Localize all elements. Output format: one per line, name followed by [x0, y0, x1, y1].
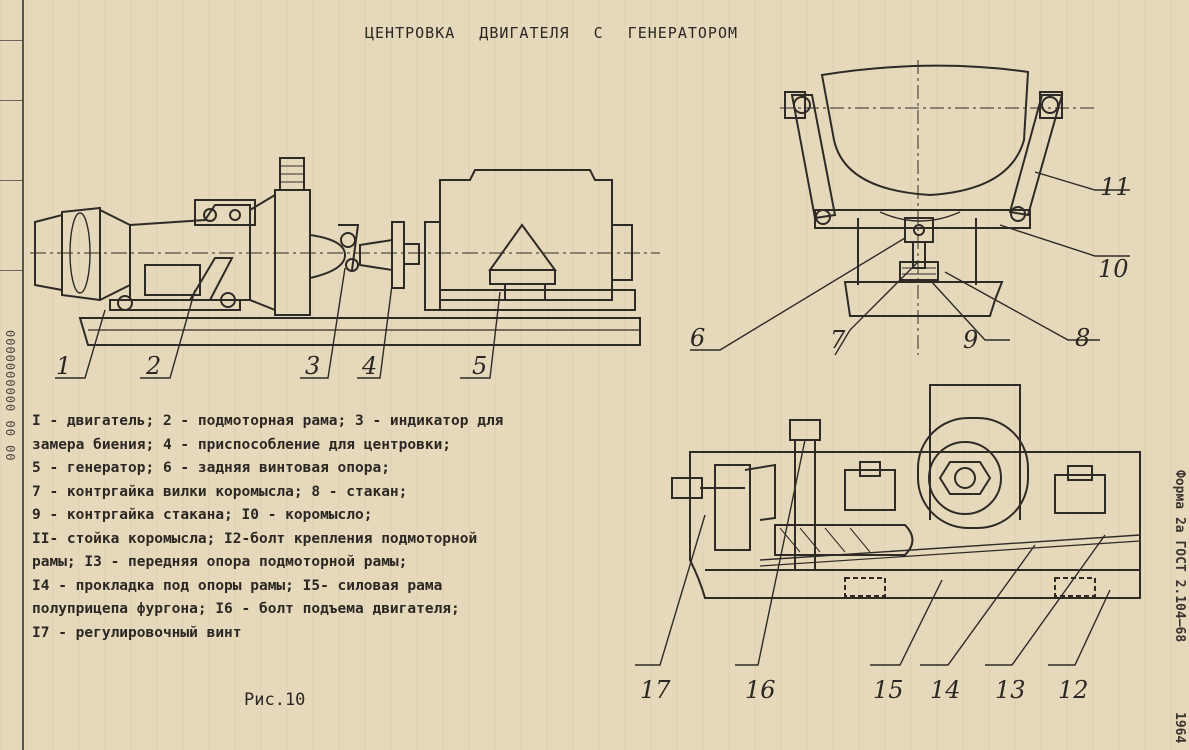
- callout-7: 7: [830, 326, 846, 354]
- left-margin-text: 0000000000 00 00: [3, 330, 17, 462]
- legend-text: I - двигатель; 2 - подмоторная рама; 3 -…: [32, 410, 652, 645]
- callout-2: 2: [146, 352, 162, 380]
- figure-caption: Рис.10: [244, 690, 306, 710]
- legend-line: полуприцепа фургона; I6 - болт подъема д…: [32, 601, 460, 617]
- legend-line: I4 - прокладка под опоры рамы; I5- силов…: [32, 577, 443, 594]
- engine-generator-assembly-drawing: [30, 157, 660, 379]
- callout-9: 9: [963, 326, 979, 354]
- callout-11: 11: [1100, 173, 1131, 201]
- margin-tick: [0, 40, 22, 41]
- callout-8: 8: [1075, 324, 1091, 352]
- legend-line: I - двигатель; 2 - подмоторная рама; 3 -…: [32, 413, 504, 429]
- legend-line: 9 - контргайка стакана; I0 - коромысло;: [32, 507, 373, 523]
- form-year: 1964: [1172, 712, 1187, 744]
- callout-10: 10: [1098, 255, 1129, 283]
- margin-tick: [0, 270, 22, 271]
- callout-4: 4: [362, 352, 378, 380]
- callout-1: 1: [56, 352, 72, 380]
- left-margin-strip: [0, 0, 24, 750]
- callout-3: 3: [305, 352, 321, 380]
- callout-13: 13: [995, 676, 1026, 704]
- margin-tick: [0, 100, 22, 101]
- page-title: ЦЕНТРОВКА ДВИГАТЕЛЯ С ГЕНЕРАТОРОМ: [365, 24, 739, 42]
- legend-line: II- стойка коромысла; I2-болт крепления …: [32, 530, 478, 547]
- right-margin-text: Форма 2а ГОСТ 2.104—68: [1167, 470, 1187, 642]
- callout-12: 12: [1058, 676, 1089, 704]
- legend-line: 5 - генератор; 6 - задняя винтовая опора…: [32, 460, 390, 476]
- rocker-support-drawing: [690, 60, 1130, 356]
- legend-line: замера биения; 4 - приспособление для це…: [32, 436, 452, 453]
- callout-15: 15: [873, 676, 904, 704]
- legend-line: I7 - регулировочный винт: [32, 624, 242, 641]
- callout-6: 6: [690, 324, 706, 352]
- callout-14: 14: [930, 676, 961, 704]
- callout-17: 17: [640, 676, 671, 704]
- callout-16: 16: [745, 676, 776, 704]
- callout-5: 5: [472, 352, 488, 380]
- legend-line: 7 - контргайка вилки коромысла; 8 - стак…: [32, 483, 408, 500]
- margin-tick: [0, 180, 22, 181]
- legend-line: рамы; I3 - передняя опора подмоторной ра…: [32, 554, 408, 570]
- front-support-section-drawing: [635, 384, 1141, 666]
- right-margin-year: 1964: [1167, 712, 1187, 743]
- form-label: Форма 2а ГОСТ 2.104—68: [1172, 470, 1187, 643]
